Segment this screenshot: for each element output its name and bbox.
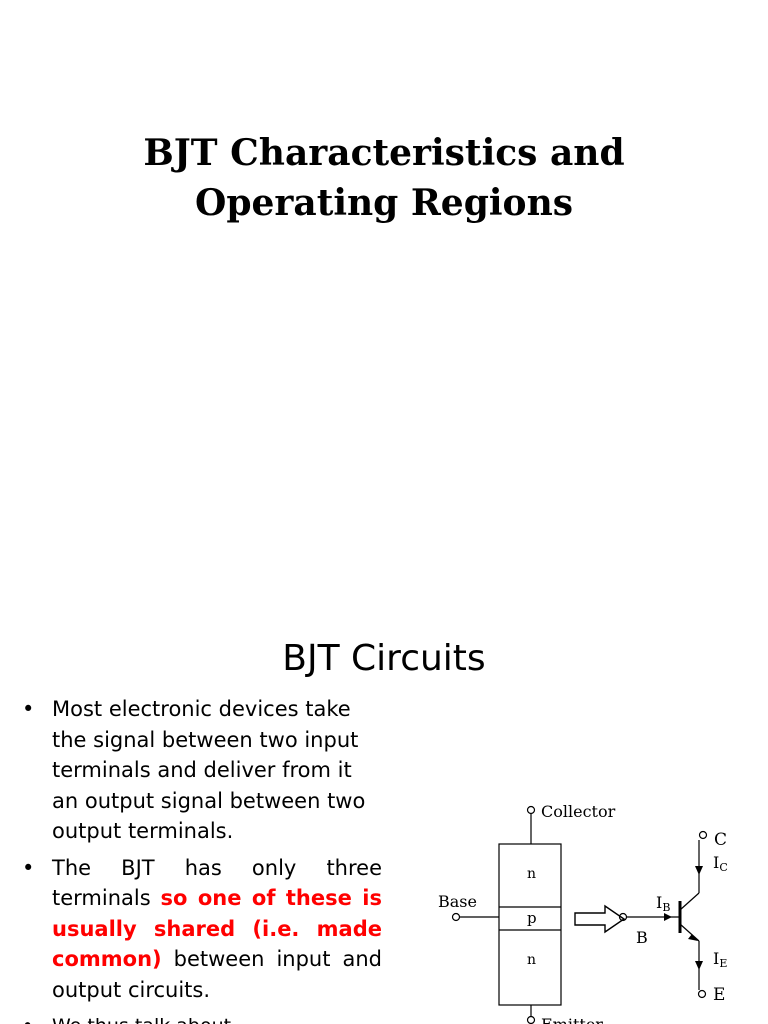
current-b-subscript: B bbox=[662, 901, 670, 914]
symbol-collector-terminal bbox=[698, 830, 708, 840]
terminal-e-label: E bbox=[713, 985, 725, 1005]
bullet-marker: • bbox=[22, 855, 35, 880]
bullet-text: between input and output circuits. bbox=[52, 947, 382, 1002]
emitter-current-arrow-icon bbox=[695, 961, 703, 970]
bullet-text: We thus talk about bbox=[52, 1015, 231, 1024]
base-terminal bbox=[451, 912, 461, 922]
collector-label: Collector bbox=[541, 802, 616, 821]
collector-terminal bbox=[526, 805, 536, 815]
emitter-terminal bbox=[526, 1015, 536, 1024]
bullet-item: • Most electronic devices take the signa… bbox=[20, 694, 382, 847]
bullet-item-partial: • We thus talk about bbox=[20, 1011, 382, 1024]
layer-mid-label: p bbox=[527, 909, 537, 927]
bullet-marker: • bbox=[22, 697, 35, 721]
bullet-text: The BJT has only three terminals bbox=[52, 855, 382, 911]
base-current-arrow-icon bbox=[664, 913, 672, 921]
current-c-subscript: C bbox=[719, 861, 727, 874]
current-e-label: IE bbox=[713, 949, 727, 970]
current-b-label: IB bbox=[656, 893, 670, 914]
bullet-text: Most electronic devices take the signal … bbox=[52, 697, 366, 843]
bullet-item: • The BJT has only three terminals so on… bbox=[20, 853, 382, 1006]
collector-current-arrow-icon bbox=[695, 866, 703, 875]
slide-2-title: BJT Circuits bbox=[282, 638, 486, 679]
current-b-symbol: I bbox=[656, 893, 662, 912]
layer-bottom-label: n bbox=[527, 952, 536, 968]
bjt-diagram: Collector n p n Base Emitter C bbox=[438, 802, 728, 1024]
bullet-marker: • bbox=[22, 1011, 33, 1024]
symbol-emitter-diagonal bbox=[679, 923, 700, 942]
base-label: Base bbox=[438, 892, 477, 911]
current-c-symbol: I bbox=[713, 853, 719, 872]
current-e-subscript: E bbox=[719, 957, 727, 970]
current-e-symbol: I bbox=[713, 949, 719, 968]
equivalence-arrow-icon bbox=[574, 904, 626, 934]
bullet-list: • Most electronic devices take the signa… bbox=[20, 694, 382, 1024]
layer-top-label: n bbox=[527, 866, 536, 882]
terminal-b-label: B bbox=[636, 928, 648, 947]
symbol-emitter-terminal bbox=[697, 989, 707, 999]
emitter-arrow-icon bbox=[688, 934, 698, 941]
slide-1: BJT Characteristics and Operating Region… bbox=[143, 132, 625, 224]
symbol-base-terminal bbox=[618, 912, 628, 922]
symbol-collector-diagonal bbox=[679, 892, 700, 911]
slide-1-title: BJT Characteristics and Operating Region… bbox=[143, 132, 625, 224]
slide-2: BJT Circuits • Most electronic devices t… bbox=[0, 600, 768, 1024]
emitter-label: Emitter bbox=[541, 1015, 603, 1024]
bullet-highlight-text: so one of these is usually shared (i.e. … bbox=[52, 886, 382, 971]
current-c-label: IC bbox=[713, 853, 728, 874]
terminal-c-label: C bbox=[714, 830, 727, 850]
transistor-structure bbox=[498, 843, 562, 1006]
